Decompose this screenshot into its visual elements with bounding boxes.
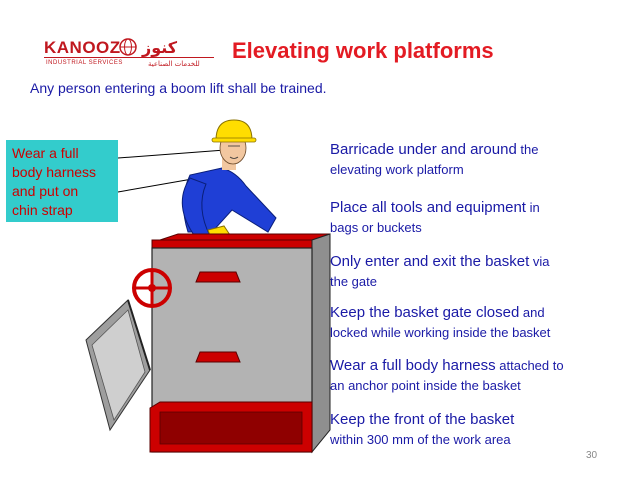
callout-line: chin strap: [12, 202, 73, 218]
item-text-line2: the gate: [330, 274, 377, 289]
item-text-small: attached to: [495, 358, 564, 373]
safety-item: Only enter and exit the basket via the g…: [330, 252, 550, 292]
item-text-line2: elevating work platform: [330, 162, 464, 177]
callout-line: and put on: [12, 183, 79, 199]
leader-line-harness: [117, 177, 199, 193]
logo-arabic-wordmark: كنوز: [142, 38, 178, 57]
callout-line: Wear a full: [12, 145, 79, 161]
globe-icon: [119, 38, 137, 56]
company-logo: KANOOZ كنوز INDUSTRIAL SERVICES للخدمات …: [44, 36, 214, 76]
item-text-small: the: [516, 142, 539, 157]
item-text: Wear a full body harness: [330, 357, 496, 374]
logo-wordmark: KANOOZ: [44, 38, 121, 57]
leader-line-helmet: [117, 149, 226, 159]
logo-arabic-subtitle: للخدمات الصناعية: [148, 60, 200, 68]
safety-item: Wear a full body harness attached to an …: [330, 356, 564, 396]
intro-text: Any person entering a boom lift shall be…: [30, 80, 327, 96]
item-text: Place all tools and equipment: [330, 199, 526, 216]
item-text-small: in: [525, 200, 540, 215]
item-text-small: via: [529, 254, 550, 269]
item-text-line2: bags or buckets: [330, 220, 422, 235]
safety-item: Place all tools and equipment in bags or…: [330, 198, 540, 238]
basket: [149, 233, 331, 454]
item-text: Keep the front of the basket: [330, 411, 515, 428]
basket-handle-slot: [195, 351, 241, 363]
basket-handle-slot: [195, 271, 241, 283]
item-text-line2: an anchor point inside the basket: [330, 378, 521, 393]
item-text-small: and: [519, 305, 545, 320]
item-text: Only enter and exit the basket: [330, 253, 530, 270]
slide-title: Elevating work platforms: [232, 38, 494, 63]
hard-hat-icon: [215, 119, 253, 141]
safety-item: Barricade under and around the elevating…: [330, 140, 538, 180]
logo-divider: [44, 57, 214, 58]
item-text-line2: within 300 mm of the work area: [330, 432, 511, 447]
control-wheel-icon: [132, 268, 172, 308]
item-text: Barricade under and around: [330, 141, 517, 158]
page-number: 30: [586, 450, 598, 461]
safety-item: Keep the basket gate closed and locked w…: [330, 303, 550, 343]
callout-line: body harness: [12, 164, 97, 180]
item-text-line2: locked while working inside the basket: [330, 325, 551, 340]
safety-item: Keep the front of the basket within 300 …: [330, 410, 514, 450]
logo-subtitle: INDUSTRIAL SERVICES: [46, 60, 123, 66]
item-text: Keep the basket gate closed: [330, 304, 520, 321]
harness-callout: Wear a full body harness and put on chin…: [6, 140, 118, 222]
